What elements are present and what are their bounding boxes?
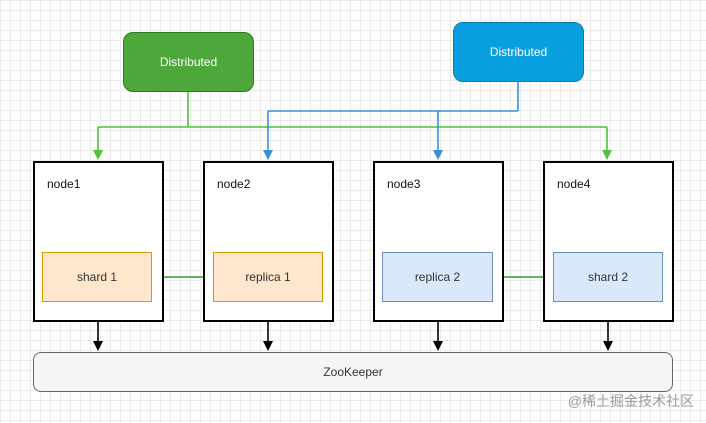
zookeeper-box[interactable]: ZooKeeper: [33, 352, 673, 392]
node-1-label: node1: [47, 177, 81, 191]
node-3-label: node3: [387, 177, 421, 191]
replica-2-box[interactable]: replica 2: [382, 252, 493, 302]
distributed-table-right[interactable]: Distributed: [453, 22, 584, 82]
replica-1-box[interactable]: replica 1: [213, 252, 323, 302]
node-2-label: node2: [217, 177, 251, 191]
shard-2-box[interactable]: shard 2: [553, 252, 663, 302]
shard-1-box[interactable]: shard 1: [42, 252, 152, 302]
distributed-table-left[interactable]: Distributed: [123, 32, 254, 92]
watermark: @稀土掘金技术社区: [567, 393, 694, 409]
node-4-label: node4: [557, 177, 591, 191]
